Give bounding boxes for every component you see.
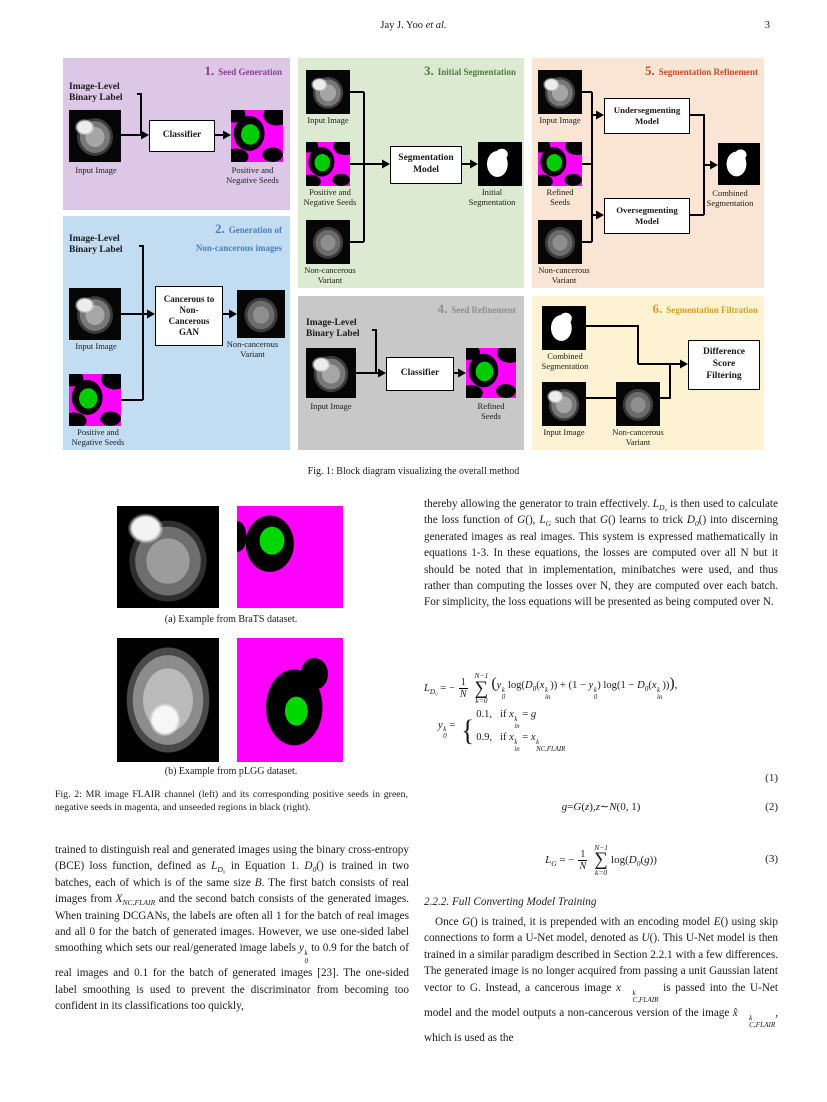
- flow-arrows: [582, 91, 718, 243]
- figure-1-block-diagram: 1. Seed Generation Image-Level Binary La…: [63, 58, 769, 450]
- figure-1-caption: Fig. 1: Block diagram visualizing the ov…: [307, 466, 520, 477]
- panel-seed-generation: 1. Seed Generation Image-Level Binary La…: [63, 58, 290, 210]
- equation-2-number: (2): [765, 801, 778, 813]
- summation: N−1∑k=0: [594, 842, 609, 877]
- input-image-thumbnail: [538, 70, 582, 114]
- segmentation-model-box: Segmentation Model: [390, 146, 462, 184]
- panel-title: 6. Segmentation Filtration: [652, 301, 759, 316]
- flow-arrows: [586, 325, 688, 399]
- equation-3-number: (3): [765, 853, 778, 865]
- panel-initial-segmentation: 3. Initial Segmentation Input Image Posi…: [298, 58, 524, 288]
- left-column-text: trained to distinguish real and generate…: [55, 842, 409, 1015]
- seeds-thumbnail: [69, 374, 121, 426]
- panel-segmentation-refinement: 5. Segmentation Refinement Input Image R…: [532, 58, 764, 288]
- undersegmenting-model-box: Undersegmenting Model: [604, 98, 690, 134]
- panel-seed-refinement: 4. Seed Refinement Image-Level Binary La…: [298, 296, 524, 450]
- input-image-label: Input Image: [543, 427, 585, 437]
- combined-segmentation-thumbnail: [718, 143, 760, 185]
- input-image-label: Input Image: [75, 165, 117, 175]
- fig2a-mri-image: [117, 506, 219, 608]
- input-image-label: Input Image: [310, 401, 352, 411]
- combined-segmentation-label: Combined Segmentation: [541, 351, 589, 371]
- binary-label-text: Image-Level Binary Label: [69, 234, 123, 256]
- variant-label: Non-cancerous Variant: [612, 427, 664, 447]
- paragraph: trained to distinguish real and generate…: [55, 844, 409, 1013]
- right-column-text: thereby allowing the generator to train …: [424, 496, 778, 611]
- paragraph: thereby allowing the generator to train …: [424, 498, 778, 609]
- binary-label-text: Image-Level Binary Label: [69, 82, 123, 104]
- refined-seeds-label: Refined Seeds: [546, 187, 574, 207]
- input-image-thumbnail: [306, 70, 350, 114]
- non-cancerous-variant-thumbnail: [237, 290, 285, 338]
- equation-2: g = G(z), z ∼ N(0, 1) (2): [561, 800, 778, 814]
- difference-score-filtering-box: Difference Score Filtering: [688, 340, 760, 390]
- fig2b-caption: (b) Example from pLGG dataset.: [164, 766, 298, 777]
- gan-box: Cancerous to Non- Cancerous GAN: [155, 286, 223, 346]
- input-image-thumbnail: [69, 288, 121, 340]
- fig2a-seeds-image: [237, 506, 343, 608]
- flow-arrows: [121, 245, 237, 401]
- panel-title: 4. Seed Refinement: [437, 301, 517, 316]
- section-heading-2-2-2: 2.2.2. Full Converting Model Training: [424, 896, 597, 908]
- right-column-text-2: Once G() is trained, it is prepended wit…: [424, 914, 778, 1046]
- refined-seeds-thumbnail: [538, 142, 582, 186]
- seeds-label: Positive and Negative Seeds: [303, 187, 357, 207]
- non-cancerous-variant-thumbnail: [538, 220, 582, 264]
- combined-segmentation-thumbnail: [542, 306, 586, 350]
- seeds-thumbnail: [306, 142, 350, 186]
- panel-title: 3. Initial Segmentation: [423, 63, 516, 78]
- figure-2-caption: Fig. 2: MR image FLAIR channel (left) an…: [55, 789, 408, 813]
- input-image-label: Input Image: [539, 115, 581, 125]
- fig2a-caption: (a) Example from BraTS dataset.: [164, 614, 298, 625]
- seeds-label: Positive and Negative Seeds: [71, 427, 125, 447]
- combined-segmentation-label: Combined Segmentation: [706, 188, 754, 208]
- flow-arrows: [356, 329, 466, 378]
- fig2b-mri-image: [117, 638, 219, 762]
- non-cancerous-variant-thumbnail: [306, 220, 350, 264]
- panel-generation-non-cancerous: 2. Generation of Non-cancerous images Im…: [63, 216, 290, 450]
- classifier-box: Classifier: [386, 357, 454, 391]
- running-header-authors: Jay J. Yoo et al.: [380, 20, 447, 31]
- binary-label-text: Image-Level Binary Label: [306, 318, 360, 340]
- input-image-label: Input Image: [307, 115, 349, 125]
- summation: N−1∑k=0: [474, 671, 489, 705]
- panel-title: 5. Segmentation Refinement: [645, 63, 758, 78]
- input-image-thumbnail: [542, 382, 586, 426]
- panel-title: 1. Seed Generation: [204, 63, 283, 78]
- variant-label: Non-cancerous Variant: [226, 339, 279, 359]
- initial-segmentation-label: Initial Segmentation: [468, 187, 516, 207]
- input-image-thumbnail: [69, 110, 121, 162]
- seeds-thumbnail: [231, 110, 283, 162]
- input-image-thumbnail: [306, 348, 356, 398]
- page-number: 3: [764, 20, 770, 31]
- variant-label: Non-cancerous Variant: [304, 265, 356, 285]
- input-image-label: Input Image: [75, 341, 117, 351]
- paragraph: Once G() is trained, it is prepended wit…: [424, 916, 779, 1044]
- seeds-label: Positive and Negative Seeds: [226, 165, 279, 185]
- refined-seeds-thumbnail: [466, 348, 516, 398]
- panel-title: 2. Generation of Non-cancerous images: [195, 221, 282, 254]
- equation-1-number: (1): [765, 772, 778, 784]
- oversegmenting-model-box: Oversegmenting Model: [604, 198, 690, 234]
- non-cancerous-variant-thumbnail: [616, 382, 660, 426]
- variant-label: Non-cancerous Variant: [538, 265, 590, 285]
- panel-segmentation-filtration: 6. Segmentation Filtration Combined Segm…: [532, 296, 764, 450]
- classifier-box: Classifier: [149, 120, 215, 152]
- fig2b-seeds-image: [237, 638, 343, 762]
- refined-seeds-label: Refined Seeds: [477, 401, 505, 421]
- initial-segmentation-thumbnail: [478, 142, 522, 186]
